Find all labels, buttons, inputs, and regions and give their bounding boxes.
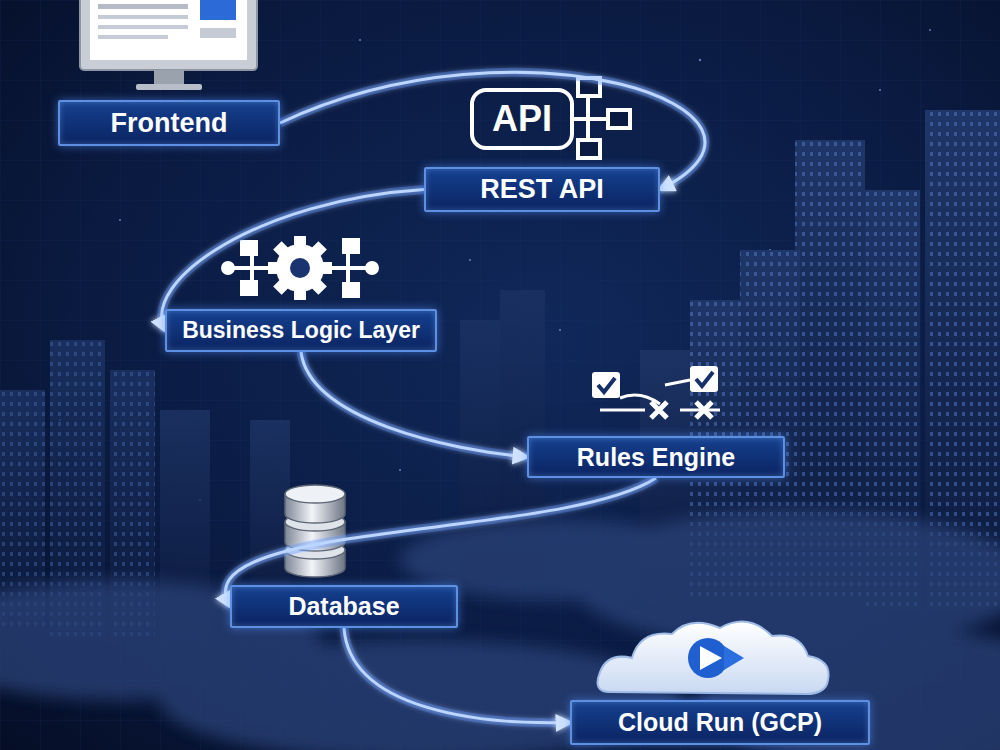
connector-glow — [301, 352, 527, 457]
layer-box: Frontend — [58, 100, 280, 146]
flow-arrow — [344, 628, 570, 723]
box-label: Business Logic Layer — [176, 315, 426, 346]
layer-box: Rules Engine — [527, 436, 785, 478]
layer-box: Cloud Run (GCP) — [570, 700, 870, 745]
box-label: Cloud Run (GCP) — [612, 706, 828, 739]
layer-box: Business Logic Layer — [165, 309, 437, 352]
layer-box: REST API — [424, 167, 660, 212]
connector-glow — [344, 628, 570, 723]
box-label: Rules Engine — [571, 441, 741, 474]
box-label: Frontend — [105, 106, 234, 141]
layer-box: Database — [230, 585, 458, 628]
box-label: Database — [282, 590, 405, 623]
box-label: REST API — [474, 172, 610, 207]
icon-text: API — [472, 90, 572, 148]
flow-arrow — [301, 352, 527, 457]
